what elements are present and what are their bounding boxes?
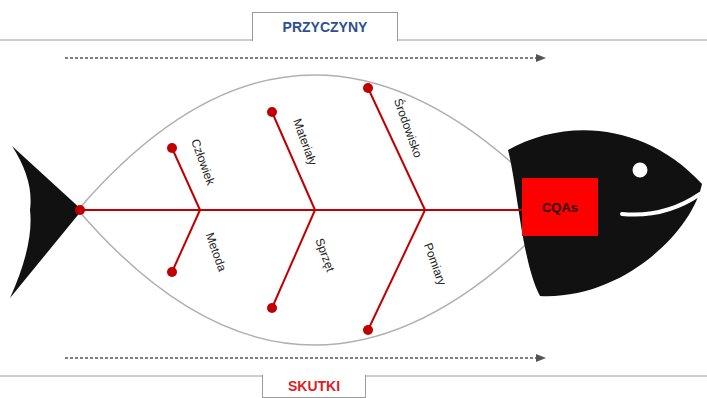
branch-line — [172, 210, 200, 272]
heading-tab: SKUTKI — [262, 375, 366, 398]
branch-dot — [363, 325, 373, 335]
branch-dot — [267, 107, 277, 117]
spine-line — [80, 209, 522, 211]
branch-dot — [167, 143, 177, 153]
tail-dot — [75, 205, 85, 215]
branch-line — [272, 210, 315, 308]
dashed-arrow — [65, 357, 545, 359]
branch-dots — [75, 83, 373, 335]
heading-tab: PRZYCZYNY — [252, 12, 398, 41]
branch-dot — [363, 83, 373, 93]
dashed-arrow — [65, 57, 545, 59]
node-text: PRZYCZYNY — [283, 19, 368, 35]
fish-tail — [10, 146, 82, 298]
fish-body — [78, 75, 560, 345]
fish-mouth — [622, 194, 700, 215]
node-text: SKUTKI — [288, 378, 340, 394]
branch-line — [368, 88, 425, 210]
branch-dot — [267, 303, 277, 313]
fish-head — [508, 130, 702, 296]
cqa-box: CQAs — [522, 178, 598, 236]
branch-line — [368, 210, 425, 330]
branch-dot — [167, 267, 177, 277]
node-text: CQAs — [542, 200, 578, 215]
branch-lines — [172, 88, 425, 330]
fish-eye — [631, 161, 649, 179]
